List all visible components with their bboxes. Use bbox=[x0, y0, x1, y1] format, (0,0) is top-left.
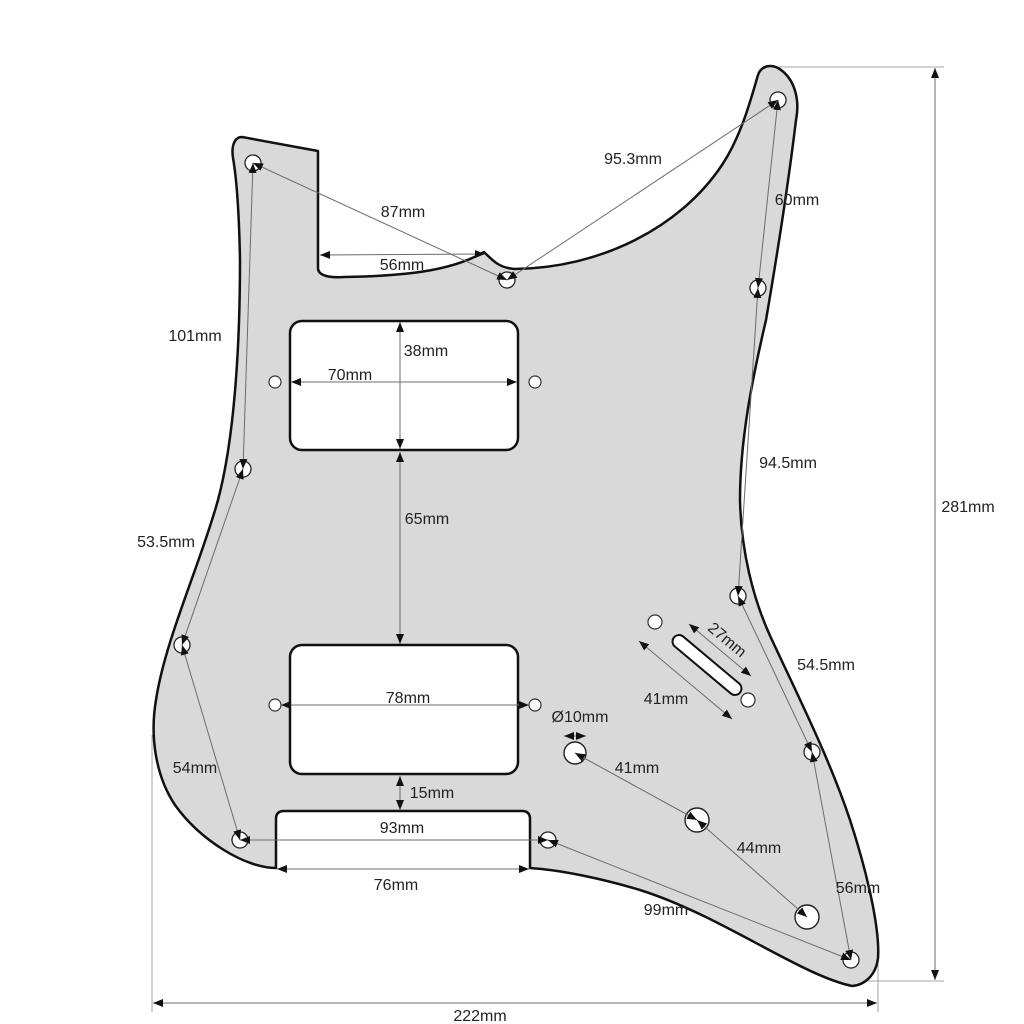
label-60mm: 60mm bbox=[775, 192, 819, 209]
bridge-pickup-cutout bbox=[288, 643, 520, 776]
label-281mm: 281mm bbox=[941, 499, 994, 516]
label-99mm: 99mm bbox=[644, 902, 688, 919]
label-10mm: Ø10mm bbox=[552, 709, 609, 726]
label-53-5mm: 53.5mm bbox=[137, 534, 195, 551]
label-65mm: 65mm bbox=[405, 511, 449, 528]
label-54mm: 54mm bbox=[173, 760, 217, 777]
dimension-line-44mm bbox=[696, 819, 808, 918]
label-41mm-pots: 41mm bbox=[615, 760, 659, 777]
label-56mm-right: 56mm bbox=[836, 880, 880, 897]
label-41mm-switch: 41mm bbox=[644, 691, 688, 708]
bridge-pickup-hole-right bbox=[528, 698, 542, 712]
switch-hole-lower bbox=[740, 692, 756, 708]
neck-pickup-hole-left bbox=[268, 375, 282, 389]
label-101mm: 101mm bbox=[168, 328, 221, 345]
label-93mm: 93mm bbox=[380, 820, 424, 837]
dimension-line-101mm bbox=[239, 162, 257, 470]
pickup-mounting-holes bbox=[268, 375, 542, 712]
bridge-pickup-hole-left bbox=[268, 698, 282, 712]
dimension-line-56mm-notch bbox=[319, 250, 486, 259]
neck-pickup-hole-right bbox=[528, 375, 542, 389]
label-78mm: 78mm bbox=[386, 690, 430, 707]
dimension-line-53-5mm bbox=[181, 468, 244, 646]
dimension-line-95-3mm bbox=[506, 99, 779, 281]
label-56mm-notch: 56mm bbox=[380, 257, 424, 274]
dimension-line-54mm bbox=[181, 644, 241, 841]
label-222mm: 222mm bbox=[453, 1008, 506, 1024]
dimension-line-87mm bbox=[252, 162, 508, 281]
dimension-line-60mm bbox=[755, 99, 781, 289]
neck-pickup-cutout bbox=[288, 319, 520, 452]
label-87mm: 87mm bbox=[381, 204, 425, 221]
label-70mm: 70mm bbox=[328, 367, 372, 384]
label-38mm: 38mm bbox=[404, 343, 448, 360]
label-76mm: 76mm bbox=[374, 877, 418, 894]
label-95-3mm: 95.3mm bbox=[604, 151, 662, 168]
label-15mm: 15mm bbox=[410, 785, 454, 802]
dimension-lines bbox=[153, 68, 939, 1007]
label-94-5mm: 94.5mm bbox=[759, 455, 817, 472]
label-44mm: 44mm bbox=[737, 840, 781, 857]
switch-hole-upper bbox=[647, 614, 663, 630]
label-54-5mm: 54.5mm bbox=[797, 657, 855, 674]
dimension-line-94-5mm bbox=[734, 287, 762, 597]
dimension-line-41mm-pots bbox=[574, 752, 698, 821]
dimension-line-54-5mm bbox=[737, 595, 813, 753]
dimension-line-41mm-switch bbox=[638, 640, 733, 720]
dimension-labels: 95.3mm 87mm 60mm 56mm 101mm 38mm 70mm 94… bbox=[137, 151, 995, 1024]
